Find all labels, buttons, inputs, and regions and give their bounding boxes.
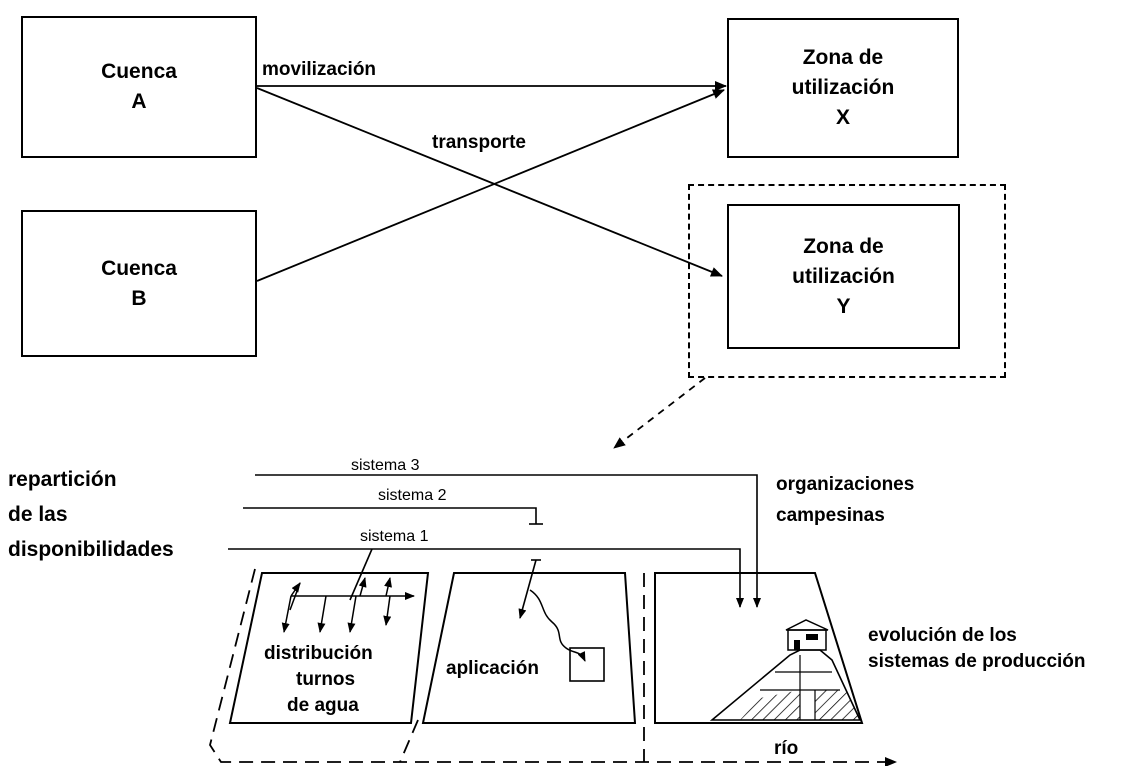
- system-1-line: [228, 548, 744, 608]
- zone-y-box: Zona de utilización Y: [727, 204, 960, 349]
- mobilization-label: movilización: [262, 59, 377, 80]
- zone-y-line2: utilización: [792, 264, 895, 288]
- basin-b-box: Cuenca B: [21, 210, 257, 357]
- basin-b-line1: Cuenca: [101, 256, 177, 280]
- distribution-line3: de agua: [287, 695, 359, 716]
- zoom-dashed-arrow: [613, 377, 706, 449]
- application-squiggle: [529, 589, 586, 662]
- zone-x-line1: Zona de: [802, 46, 884, 69]
- application-plot-square: [569, 647, 605, 682]
- production-evolution-line1: evolución de los: [868, 625, 1017, 646]
- distribution-line1: distribución: [264, 643, 373, 664]
- zone-x-box: Zona de utilización X: [727, 18, 959, 158]
- allocation-label-line2: de las: [8, 503, 68, 526]
- system-1-label: sistema 1: [360, 528, 429, 545]
- river-label: río: [774, 738, 799, 759]
- transport-arrow-a-to-y: [256, 87, 723, 277]
- field-plot-application: [421, 572, 637, 724]
- zone-y-line3: Y: [836, 294, 851, 318]
- transport-arrow-b-to-x: [256, 89, 725, 282]
- zone-y-line1: Zona de: [803, 234, 884, 258]
- farmer-orgs-line1: organizaciones: [776, 474, 915, 495]
- field-plot-distribution-dashed: [209, 568, 283, 763]
- zone-x-line3: X: [835, 106, 850, 129]
- system-1-branch: [349, 548, 373, 601]
- system-3-label: sistema 3: [351, 457, 420, 474]
- basin-b-line2: B: [131, 286, 147, 310]
- farmhouse-icon: [785, 619, 829, 651]
- field-plot-distribution: [228, 572, 430, 724]
- application-label: aplicación: [446, 658, 539, 679]
- system-3-line: [255, 474, 761, 608]
- farmer-orgs-line2: campesinas: [776, 505, 885, 526]
- zone-y-dashed-frame: [688, 184, 1006, 378]
- transport-label: transporte: [432, 132, 526, 153]
- basin-a-line1: Cuenca: [101, 60, 177, 83]
- allocation-label-line1: repartición: [8, 468, 117, 491]
- production-evolution-line2: sistemas de producción: [868, 651, 1086, 672]
- basin-a-line2: A: [131, 90, 147, 113]
- distribution-line2: turnos: [296, 669, 356, 690]
- allocation-label-line3: disponibilidades: [8, 538, 174, 561]
- basin-a-box: Cuenca A: [21, 16, 257, 158]
- system-2-label: sistema 2: [378, 487, 447, 504]
- zone-x-line2: utilización: [791, 76, 895, 99]
- field-plot-production: [654, 572, 864, 724]
- system-2-line: [243, 507, 537, 524]
